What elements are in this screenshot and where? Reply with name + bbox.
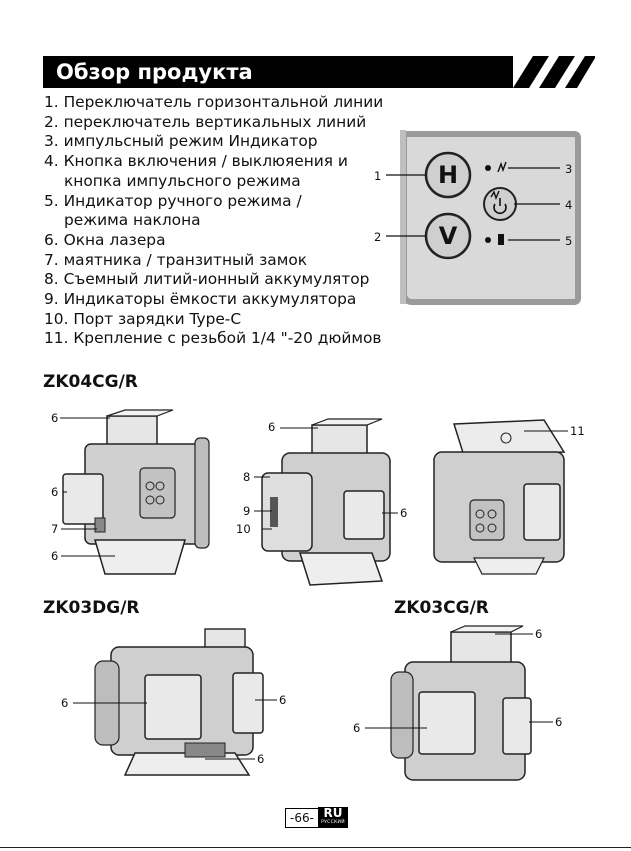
feature-item: 1. Переключатель горизонтальной линии xyxy=(44,93,384,111)
callout-6: 6 xyxy=(51,411,58,425)
feature-item: 2. переключатель вертикальных линий xyxy=(44,112,367,131)
callout-6: 6 xyxy=(51,549,58,563)
feature-list: 1. Переключатель горизонтальной линии 2.… xyxy=(44,93,404,349)
callout-6: 6 xyxy=(257,752,264,766)
manual-led xyxy=(485,237,491,243)
callout-6: 6 xyxy=(535,627,542,641)
callout-7: 7 xyxy=(51,522,58,536)
svg-text:H: H xyxy=(438,161,458,189)
feature-item: 5. Индикатор ручного режима /режима накл… xyxy=(44,191,302,230)
callout-2: 2 xyxy=(374,230,381,244)
vertical-line-button[interactable]: V xyxy=(424,212,472,260)
callout-6: 6 xyxy=(555,715,562,729)
device-front-view: 6 6 7 6 xyxy=(51,409,210,575)
callout-6: 6 xyxy=(61,696,68,710)
page-number: -66- xyxy=(285,808,319,828)
feature-item: 3. импульсный режим Индикатор xyxy=(44,132,318,151)
feature-item: 10. Порт зарядки Type-C xyxy=(44,309,242,328)
callout-9: 9 xyxy=(243,504,250,518)
model-heading-zk03dg: ZK03DG/R xyxy=(43,598,140,618)
horizontal-line-button[interactable]: H xyxy=(424,151,472,199)
callout-6: 6 xyxy=(279,693,286,707)
feature-item: 11. Крепление с резьбой 1/4 "-20 дюймов xyxy=(44,329,382,348)
callout-6: 6 xyxy=(353,721,360,735)
callout-6: 6 xyxy=(268,420,275,434)
power-pulse-icon xyxy=(490,190,507,215)
model-heading-zk04cg: ZK04CG/R xyxy=(43,372,138,392)
callout-10: 10 xyxy=(236,522,251,536)
power-pulse-button[interactable] xyxy=(483,187,517,221)
callout-3: 3 xyxy=(565,162,572,176)
pulse-led xyxy=(485,165,491,171)
feature-item: 9. Индикаторы ёмкости аккумулятора xyxy=(44,290,357,309)
callout-1: 1 xyxy=(374,169,381,183)
header-bar xyxy=(43,56,513,88)
device-top-mount-view: 11 xyxy=(433,419,585,575)
feature-item: 6. Окна лазера xyxy=(44,230,166,249)
bottom-divider xyxy=(0,847,631,848)
callout-6: 6 xyxy=(400,506,407,520)
device-side-battery-view: 6 8 9 10 6 xyxy=(236,418,407,586)
callout-11: 11 xyxy=(570,424,585,438)
callout-6: 6 xyxy=(51,485,58,499)
control-panel-diagram: H V 1 2 3 4 5 xyxy=(374,130,581,305)
language-badge: RU РУССКИЙ xyxy=(318,807,348,828)
header-stripes-decoration xyxy=(513,56,595,88)
callout-4: 4 xyxy=(565,198,572,212)
page-title: Обзор продукта xyxy=(56,60,253,84)
feature-item: 8. Съемный литий-ионный аккумулятор xyxy=(44,270,370,289)
pulse-indicator-icon xyxy=(497,161,507,173)
svg-text:V: V xyxy=(439,222,458,250)
manual-tilt-indicator-icon xyxy=(498,234,504,245)
device-zk03dg-view: 6 6 6 xyxy=(61,628,286,776)
device-zk03cg-view: 6 6 6 xyxy=(353,625,562,781)
callout-8: 8 xyxy=(243,470,250,484)
callout-5: 5 xyxy=(565,234,572,248)
model-heading-zk03cg: ZK03CG/R xyxy=(394,598,489,618)
feature-item: 7. маятника / транзитный замок xyxy=(44,250,308,269)
